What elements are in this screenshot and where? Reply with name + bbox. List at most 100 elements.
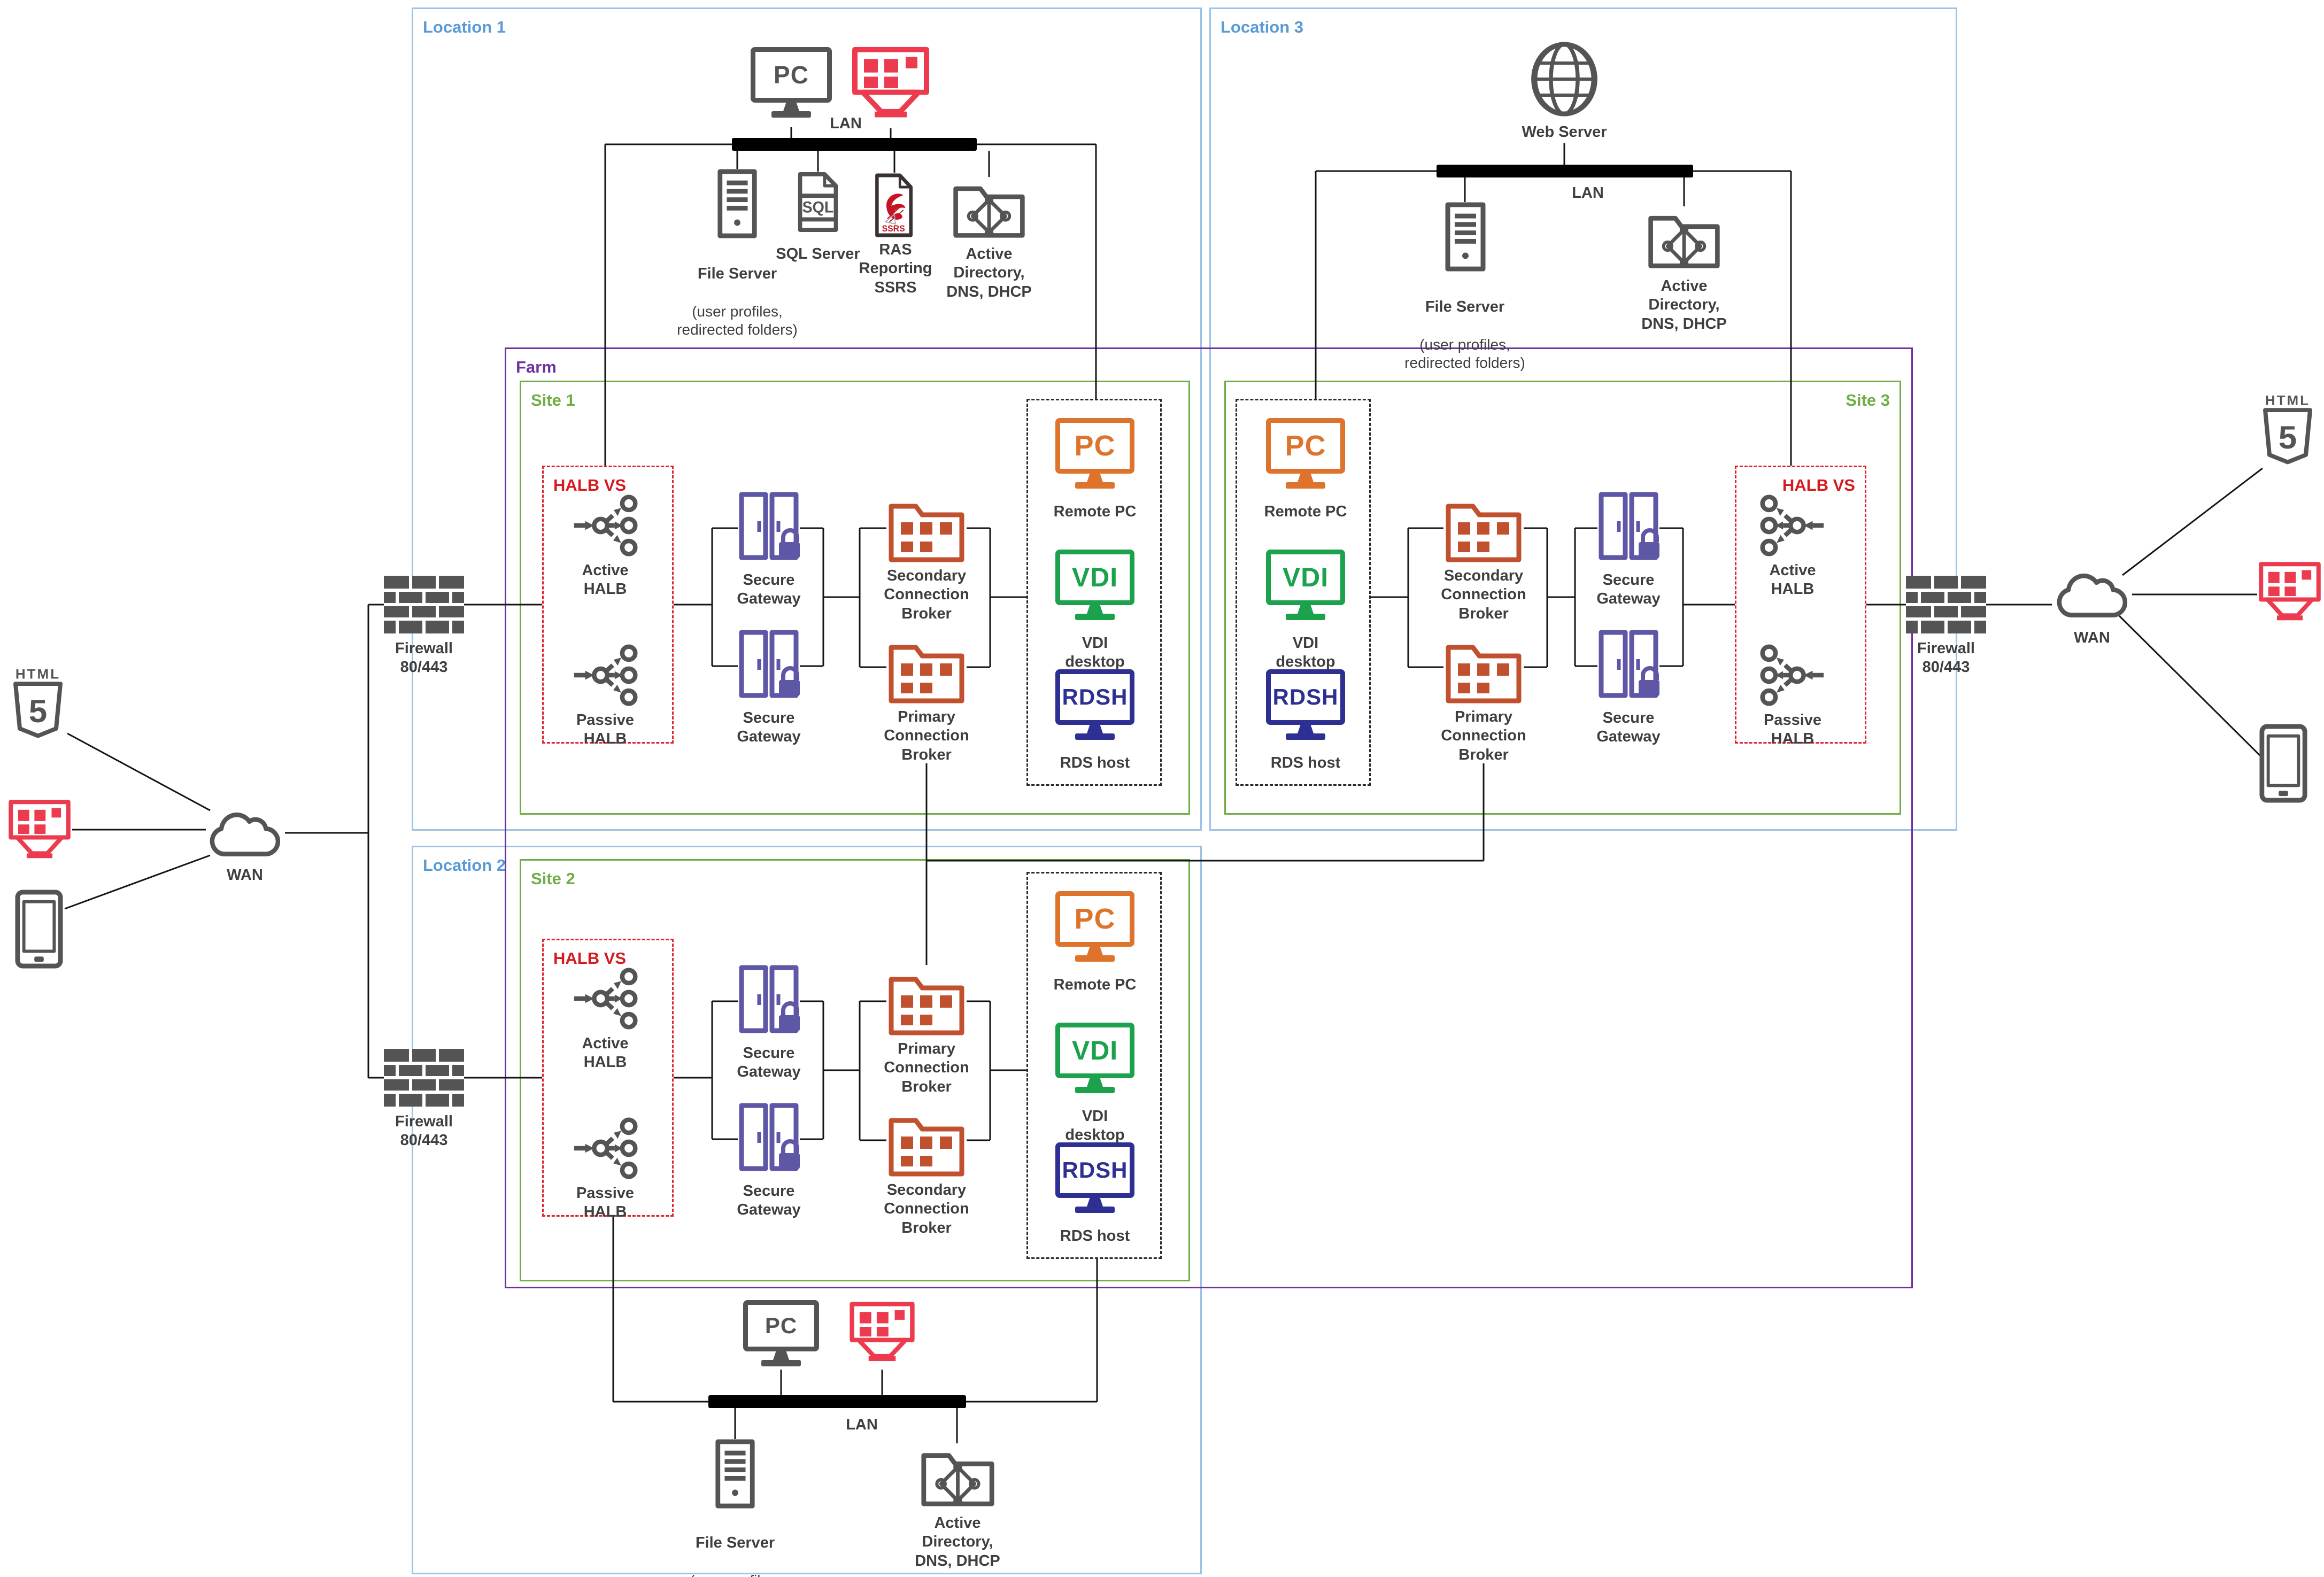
secondary-broker-icon-site3 <box>1446 504 1522 562</box>
active-halb-label-site1: Active HALB <box>582 562 629 598</box>
file-server-label-location1-subtitle: (user profiles, redirected folders) <box>677 303 798 338</box>
file-server-label-location2-subtitle: (user profiles, redirected folders) <box>668 1572 802 1577</box>
lan-label-location3: LAN <box>1572 184 1604 202</box>
site-1-box: Site 1 <box>520 381 1190 815</box>
halb-active-icon-site1 <box>574 494 638 556</box>
halb-vs-box-site1: HALB VS <box>542 466 674 744</box>
rds-host-monitor-site1-base <box>1075 733 1115 740</box>
vdi-desktop-monitor-site1-text: VDI <box>1071 562 1118 592</box>
file-server-icon-location3 <box>1445 202 1486 272</box>
file-server-label-location2-title: File Server <box>695 1534 775 1552</box>
remote-pc-monitor-site2-screen: PC <box>1055 891 1134 947</box>
location-2-box: Location 2 <box>412 846 1202 1574</box>
firewall-icon-location1 <box>384 576 464 633</box>
file-server-icon-location2 <box>715 1439 755 1509</box>
sql-server-icon: SQL <box>798 172 838 233</box>
file-server-label-location3: File Server (user profiles, redirected f… <box>1398 279 1532 372</box>
primary-broker-icon-site3 <box>1446 645 1522 704</box>
remote-pc-monitor-site3: PC <box>1266 418 1345 489</box>
sql-server-label: SQL Server <box>776 245 860 262</box>
pc-monitor-location1: PC <box>751 47 832 118</box>
pc-monitor-location2-stand <box>773 1351 789 1360</box>
html-text: HTML <box>16 667 60 682</box>
vdi-desktop-monitor-site2-screen: VDI <box>1055 1023 1134 1078</box>
vdi-desktop-monitor-site1-screen: VDI <box>1055 550 1134 605</box>
html5-client-icon-right: HTML 5 <box>2263 393 2312 465</box>
halb-vs-box-site1-title: HALB VS <box>553 476 627 494</box>
pc-monitor-location2-base <box>761 1360 801 1366</box>
rds-host-monitor-site3-base <box>1286 733 1325 740</box>
vdi-desktop-monitor-site3-screen: VDI <box>1266 550 1345 605</box>
farm-box-title: Farm <box>516 358 557 376</box>
secure-gateway-label-site3-b: Secure Gateway <box>1596 709 1661 746</box>
remote-pc-monitor-site2-stand <box>1087 947 1103 955</box>
primary-broker-icon-site1 <box>889 645 964 704</box>
location-3-box-title: Location 3 <box>1221 18 1304 36</box>
hosts-box-site3 <box>1236 399 1371 786</box>
html5-client-icon-left: HTML 5 <box>13 667 63 738</box>
firewall-icon-location2 <box>384 1049 464 1107</box>
secure-gateway-icon-site2-b <box>739 1103 800 1171</box>
remote-pc-monitor-site1-text: PC <box>1074 430 1116 462</box>
vdi-desktop-label-site3: VDI desktop <box>1276 635 1335 671</box>
ras-reporting-label: RAS Reporting SSRS <box>859 241 932 296</box>
lan-bus-location2 <box>708 1395 966 1408</box>
remote-pc-label-site1: Remote PC <box>1053 503 1137 520</box>
wan-label-left: WAN <box>227 867 263 884</box>
location-2-box-title: Location 2 <box>423 856 506 875</box>
secure-gateway-icon-site1-b <box>739 630 800 698</box>
remote-pc-monitor-site1-screen: PC <box>1055 418 1134 474</box>
wan-cloud-right <box>2057 573 2128 617</box>
secure-gateway-icon-site3-a <box>1599 492 1659 560</box>
secure-gateway-label-site3-a: Secure Gateway <box>1596 571 1661 608</box>
file-server-label-location3-title: File Server <box>1425 298 1505 316</box>
mobile-client-icon-left <box>15 890 63 969</box>
site-2-box: Site 2 <box>520 859 1190 1281</box>
remote-pc-monitor-site3-stand <box>1298 474 1314 482</box>
rds-host-label-site2: RDS host <box>1060 1227 1130 1244</box>
hosts-box-site1 <box>1026 399 1162 786</box>
lan-label-location1: LAN <box>830 115 862 132</box>
halb-vs-box-site2: HALB VS <box>542 939 674 1217</box>
vdi-desktop-monitor-site2-text: VDI <box>1071 1035 1118 1065</box>
wan-cloud-left <box>210 812 281 856</box>
active-directory-icon-location3 <box>1648 215 1720 268</box>
vdi-desktop-monitor-site3-base <box>1286 614 1325 620</box>
secondary-broker-label-site3: Secondary Connection Broker <box>1441 567 1526 622</box>
remote-pc-monitor-site3-base <box>1286 482 1325 489</box>
file-server-label-location1: File Server (user profiles, redirected f… <box>670 246 804 339</box>
rds-host-monitor-site1-screen: RDSH <box>1055 669 1134 725</box>
file-server-label-location3-subtitle: (user profiles, redirected folders) <box>1404 336 1525 372</box>
web-server-icon <box>1531 42 1597 117</box>
lan-label-location2: LAN <box>846 1416 878 1433</box>
farm-box: Farm <box>505 347 1913 1288</box>
pc-monitor-location1-stand <box>783 103 799 111</box>
html5-number: 5 <box>29 693 47 729</box>
parallels-client-icon-location1 <box>852 47 929 118</box>
vdi-desktop-monitor-site3-text: VDI <box>1282 562 1329 592</box>
vdi-desktop-monitor-site2-stand <box>1087 1078 1103 1087</box>
halb-active-icon-site3 <box>1760 494 1824 556</box>
halb-vs-box-site3: HALB VS <box>1735 466 1866 744</box>
rds-host-label-site1: RDS host <box>1060 754 1130 771</box>
vdi-desktop-label-site1: VDI desktop <box>1065 635 1125 671</box>
parallels-client-icon-location2 <box>850 1302 915 1362</box>
primary-broker-label-site2: Primary Connection Broker <box>884 1040 969 1095</box>
vdi-desktop-monitor-site1: VDI <box>1055 550 1134 620</box>
vdi-desktop-monitor-site2: VDI <box>1055 1023 1134 1093</box>
remote-pc-monitor-site2-base <box>1075 955 1115 962</box>
rds-host-monitor-site3: RDSH <box>1266 669 1345 740</box>
firewall-label-3: Firewall 80/443 <box>1917 640 1975 676</box>
firewall-icon-right <box>1906 576 1986 633</box>
pc-monitor-location2: PC <box>743 1300 819 1366</box>
remote-pc-monitor-site1-stand <box>1087 474 1103 482</box>
ras-reporting-ssrs-icon: SSRS <box>875 173 913 237</box>
remote-pc-monitor-site3-text: PC <box>1285 430 1326 462</box>
secure-gateway-icon-site3-b <box>1599 630 1659 698</box>
rds-host-monitor-site3-screen: RDSH <box>1266 669 1345 725</box>
site-1-box-title: Site 1 <box>531 391 575 409</box>
active-directory-icon-location1 <box>953 186 1025 238</box>
secondary-broker-label-site1: Secondary Connection Broker <box>884 567 969 622</box>
rds-host-monitor-site2-stand <box>1087 1198 1103 1207</box>
